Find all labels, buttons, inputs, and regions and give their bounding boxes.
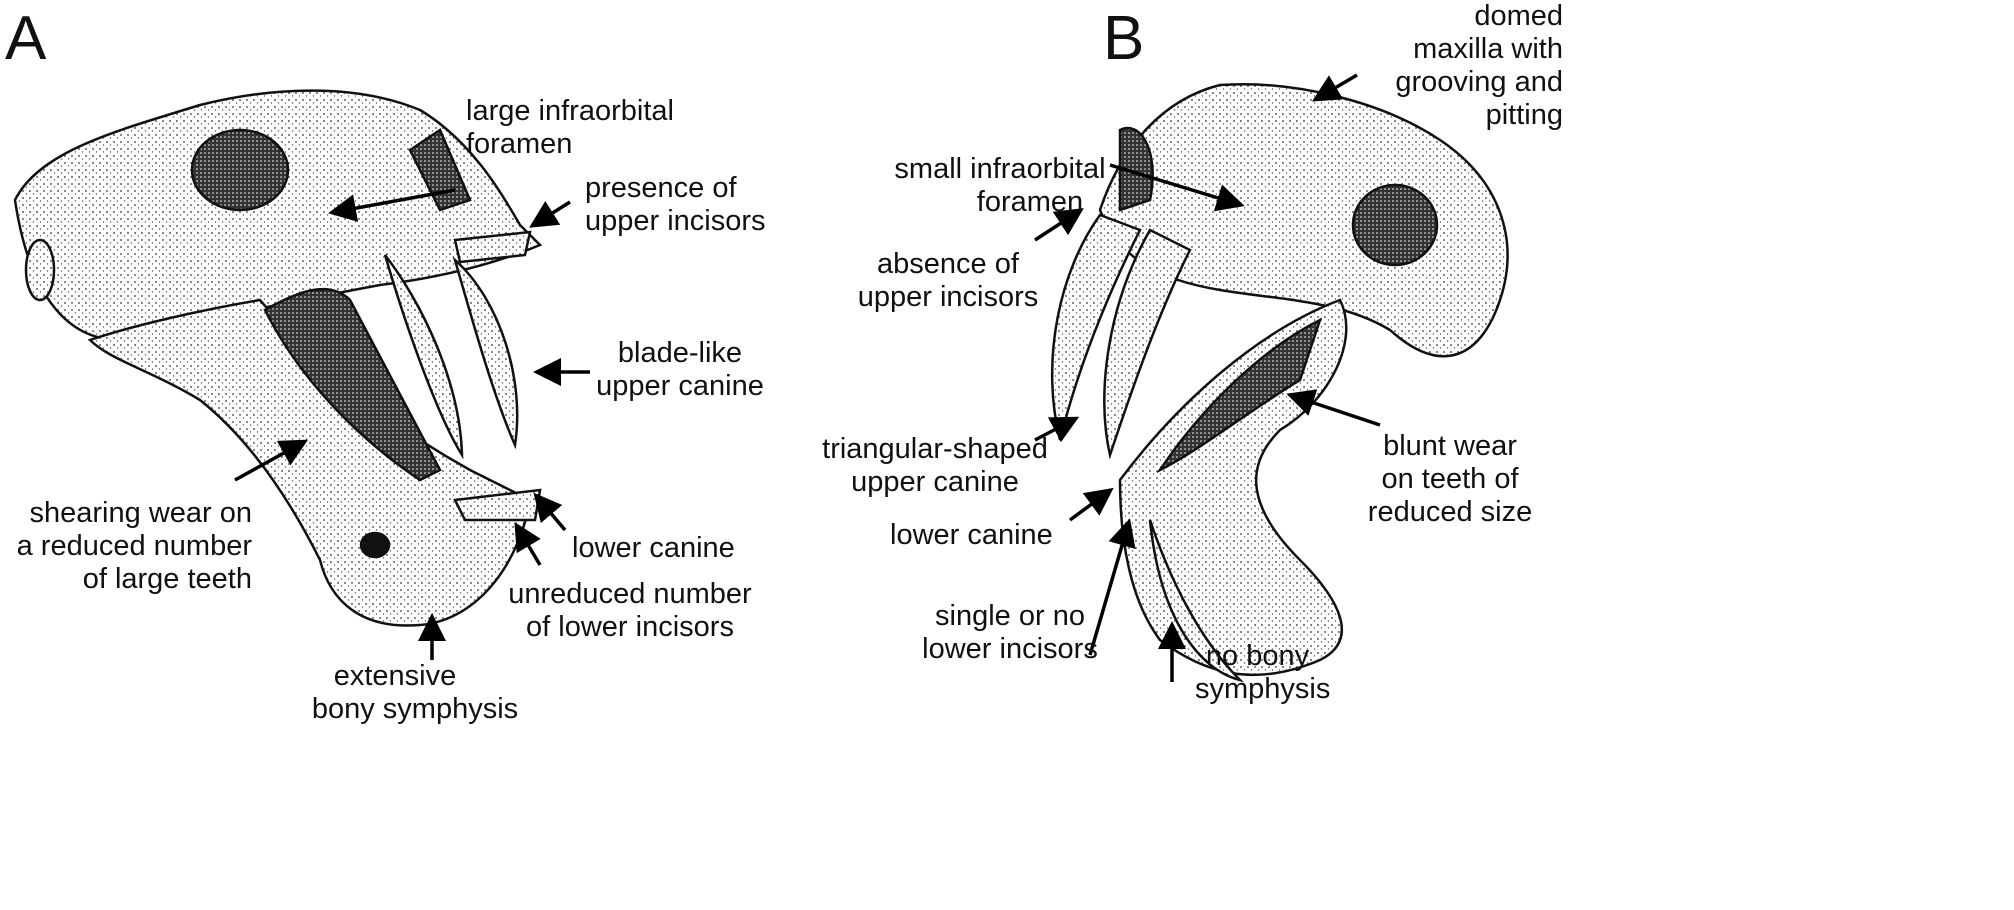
label-line: extensive — [333, 660, 457, 692]
label-line: lower canine — [572, 532, 735, 564]
label-line: upper incisors — [585, 205, 766, 237]
arrow-b-lower-canine — [1068, 487, 1114, 522]
label-line: upper canine — [596, 370, 764, 402]
arrow-b-lower-incisors — [1088, 518, 1136, 656]
label-line: presence of — [585, 172, 737, 204]
label-blade-like-upper-canine: blade-like upper canine — [590, 337, 770, 403]
arrow-b-maxilla — [1311, 73, 1358, 102]
label-extensive-bony-symphysis: extensive bony symphysis — [300, 660, 530, 726]
label-blunt-wear: blunt wear on teeth of reduced size — [1355, 430, 1545, 529]
label-line: upper incisors — [857, 281, 1039, 313]
label-line: small infraorbital — [894, 153, 1106, 185]
label-line: unreduced number — [508, 578, 752, 610]
label-line: shearing wear on — [29, 497, 252, 529]
arrow-a-shearing — [234, 439, 309, 482]
arrow-a-lower-canine — [533, 492, 567, 532]
label-line: large infraorbital — [466, 95, 674, 127]
arrow-b-canine — [1034, 416, 1080, 443]
label-line: domed — [1474, 0, 1563, 32]
label-small-infraorbital-foramen: small infraorbital foramen — [875, 153, 1125, 219]
label-line: blade-like — [617, 337, 743, 369]
label-triangular-upper-canine: triangular-shaped upper canine — [815, 433, 1055, 499]
label-line: of lower incisors — [526, 611, 734, 643]
label-line: maxilla with — [1413, 33, 1563, 65]
label-line: of large teeth — [82, 563, 252, 595]
label-large-infraorbital-foramen: large infraorbital foramen — [466, 95, 674, 161]
label-single-or-no-lower-incisors: single or no lower incisors — [915, 600, 1105, 666]
label-a-lower-canine: lower canine — [572, 532, 735, 565]
label-line: foramen — [976, 186, 1084, 218]
arrow-b-upper-incisors — [1034, 208, 1084, 242]
label-b-lower-canine: lower canine — [890, 519, 1053, 552]
arrow-b-blunt — [1286, 389, 1381, 427]
arrow-a-upper-incisors — [529, 200, 571, 228]
arrow-b-infraorbital — [1109, 163, 1245, 212]
label-absence-upper-incisors: absence of upper incisors — [848, 248, 1048, 314]
arrow-a-infraorbital — [328, 188, 456, 222]
label-line: no bony — [1205, 640, 1310, 672]
panel-label-b: B — [1103, 4, 1145, 73]
arrow-a-lower-incisors — [514, 521, 542, 566]
label-line: lower incisors — [922, 633, 1098, 665]
label-line: bony symphysis — [311, 693, 519, 725]
label-line: single or no — [935, 600, 1085, 632]
label-line: foramen — [466, 128, 573, 160]
label-unreduced-lower-incisors: unreduced number of lower incisors — [500, 578, 760, 644]
label-line: upper canine — [851, 466, 1019, 498]
label-line: a reduced number — [16, 530, 252, 562]
label-domed-maxilla: domed maxilla with grooving and pitting — [1330, 0, 1563, 132]
label-line: lower canine — [890, 519, 1053, 551]
label-line: on teeth of — [1381, 463, 1519, 495]
label-line: triangular-shaped — [822, 433, 1048, 465]
label-shearing-wear: shearing wear on a reduced number of lar… — [0, 497, 252, 596]
label-line: reduced size — [1367, 496, 1533, 528]
label-no-bony-symphysis: no bony symphysis — [1195, 640, 1331, 706]
skull-a-drawing — [13, 89, 543, 627]
label-line: pitting — [1485, 99, 1563, 131]
label-presence-upper-incisors: presence of upper incisors — [585, 172, 766, 238]
label-line: grooving and — [1395, 66, 1563, 98]
arrows — [234, 73, 1381, 682]
label-line: blunt wear — [1383, 430, 1517, 462]
label-line: symphysis — [1195, 673, 1331, 705]
label-line: absence of — [877, 248, 1019, 280]
panel-label-a: A — [5, 4, 47, 73]
